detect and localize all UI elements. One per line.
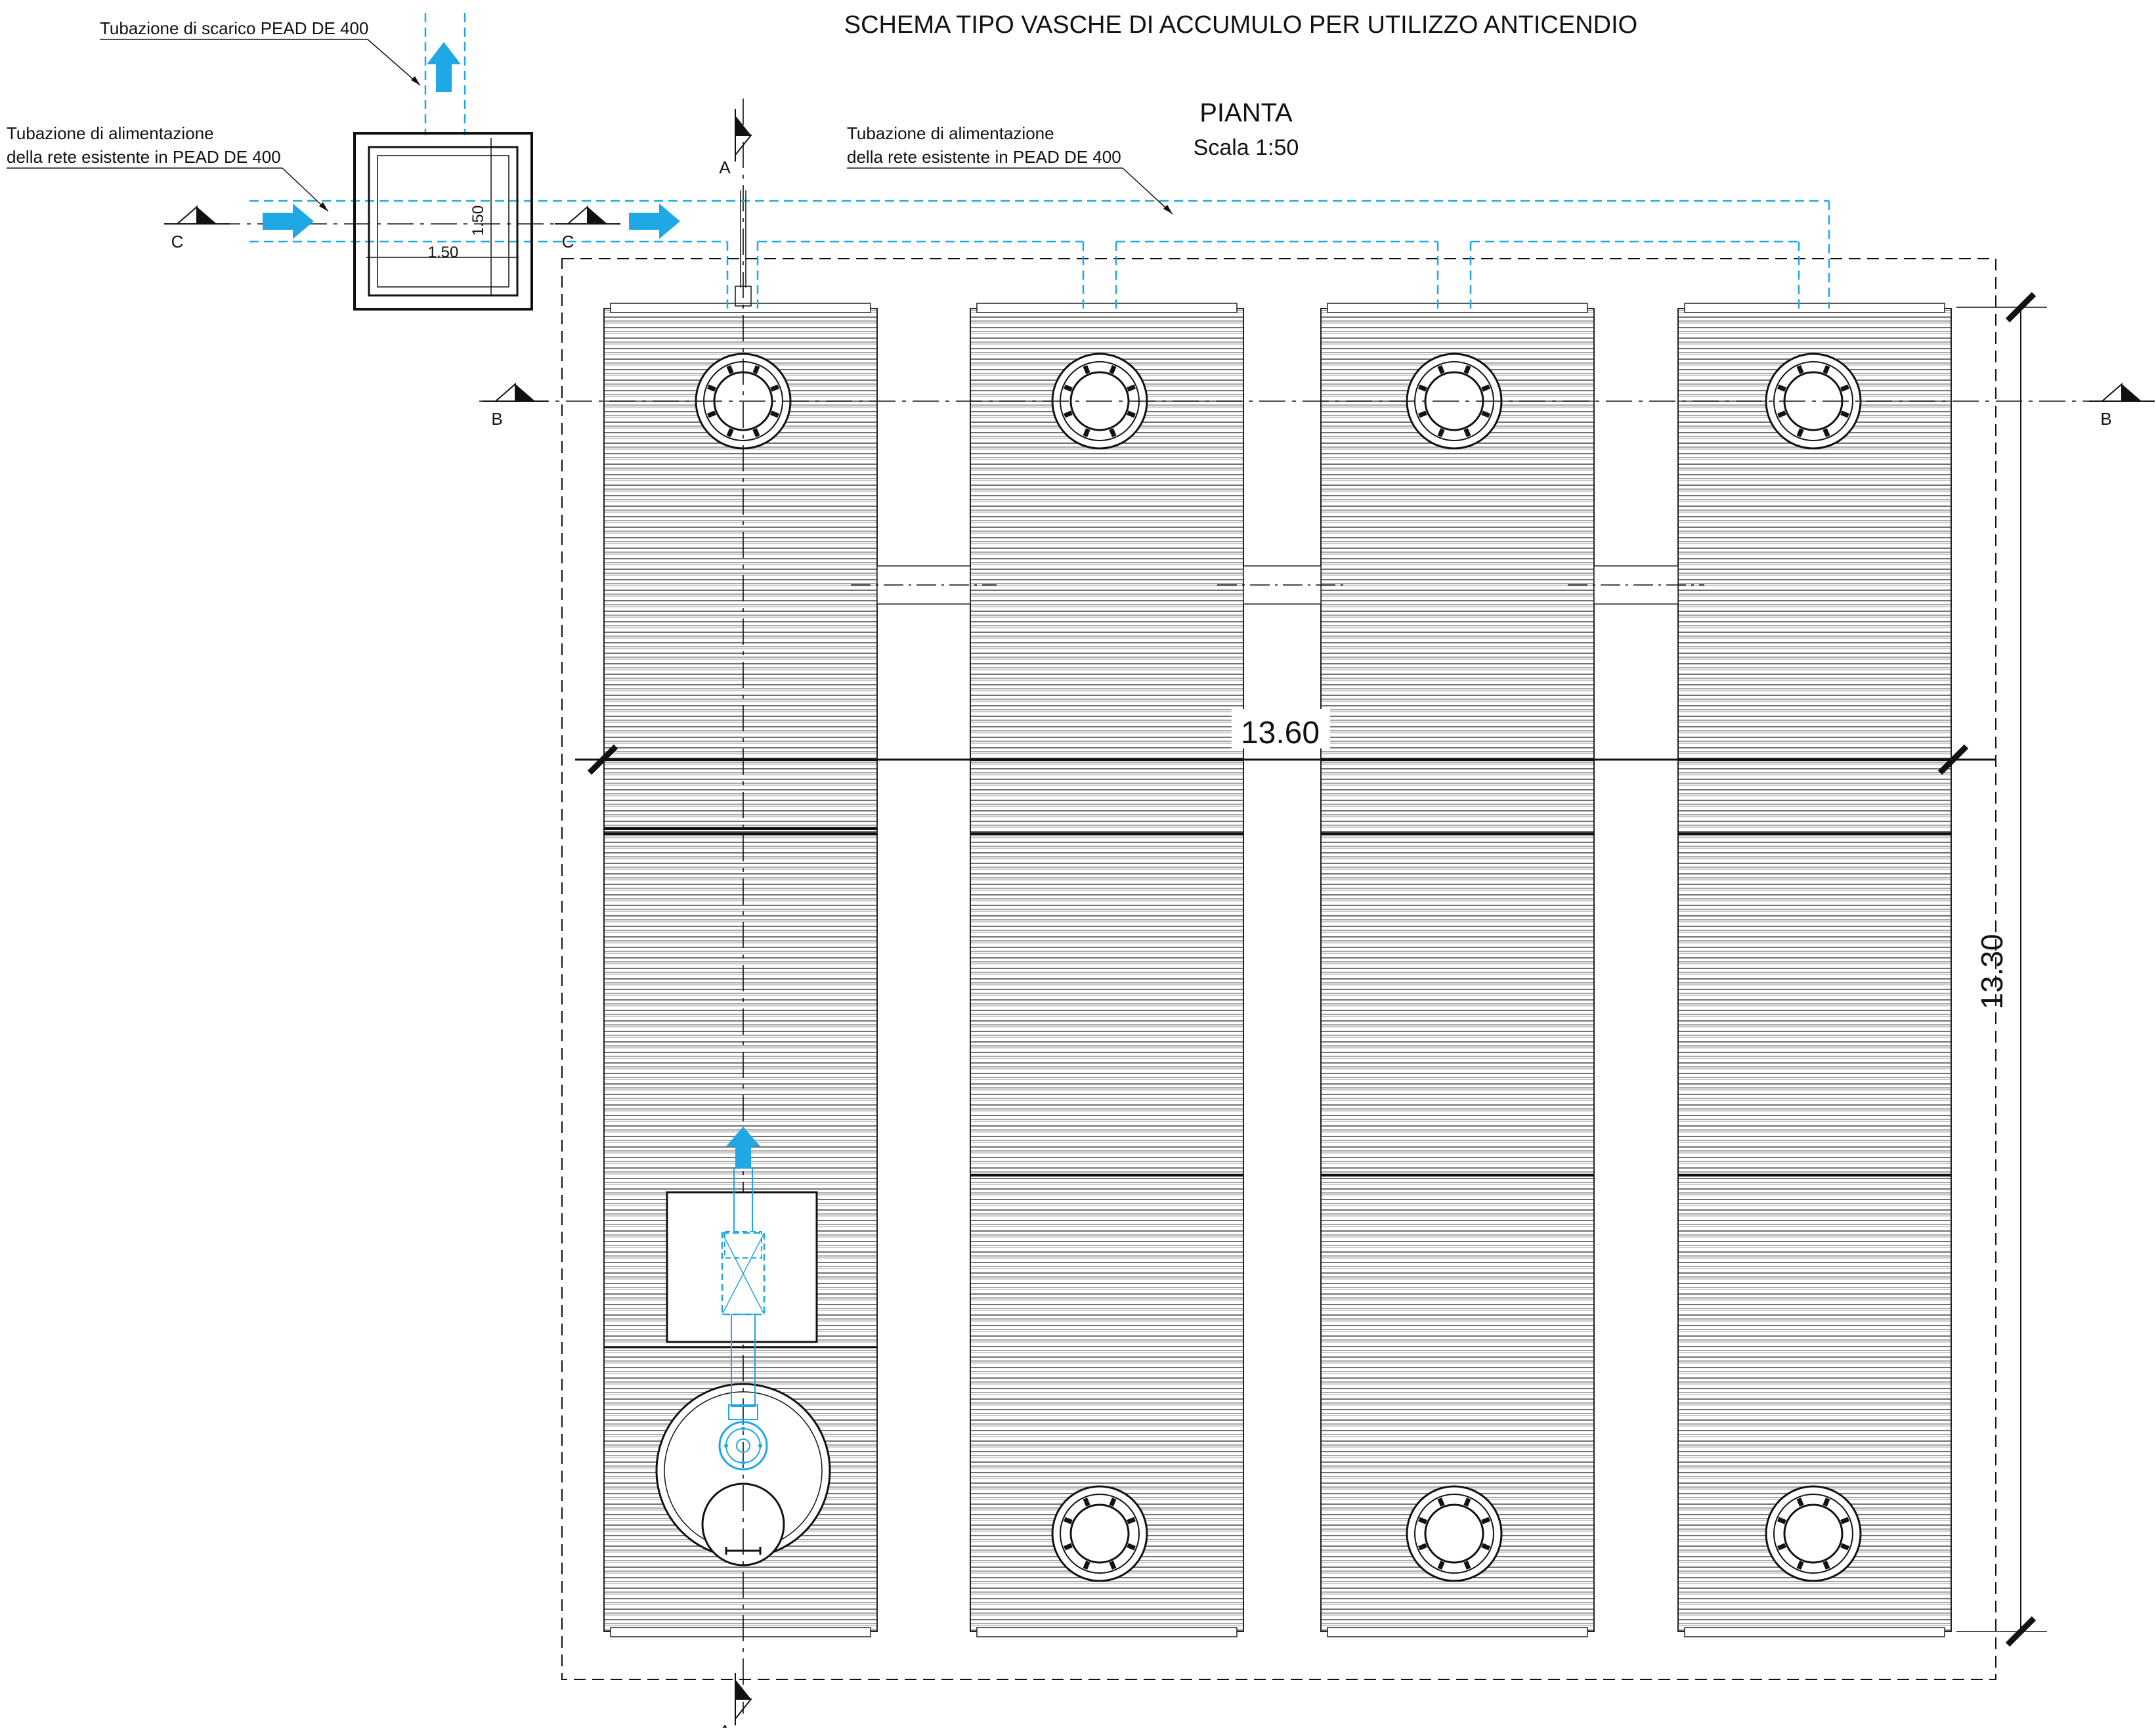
tank-2-manhole (1051, 1485, 1148, 1582)
pit-height-label: 1.50 (469, 205, 487, 236)
tank-3-manhole (1406, 1485, 1503, 1582)
section-marker-a-bottom-label: A (719, 1721, 731, 1728)
flow-arrow-out-right (629, 204, 680, 239)
tank-connectors (851, 565, 1704, 605)
annotation-scarico: Tubazione di scarico PEAD DE 400 (100, 18, 421, 86)
view-scale: Scala 1:50 (1194, 135, 1299, 160)
tank-4-manhole (1765, 1485, 1862, 1582)
section-marker-b-left: B (483, 382, 548, 429)
annotation-alimentazione-right: Tubazione di alimentazione della rete es… (847, 123, 1173, 215)
section-marker-a-top: A (719, 109, 753, 177)
dimension-width-label: 13.60 (1241, 716, 1320, 750)
tank-4 (1677, 303, 1952, 1637)
tanks-group (603, 303, 1952, 1637)
vent-pipe (735, 190, 752, 307)
section-marker-c-left-label: C (171, 232, 184, 251)
section-marker-c-left: C (164, 205, 230, 251)
drawing-title: SCHEMA TIPO VASCHE DI ACCUMULO PER UTILI… (844, 11, 1637, 39)
view-name: PIANTA (1199, 98, 1293, 127)
tank-3 (1320, 303, 1595, 1637)
section-marker-b-left-label: B (491, 409, 502, 429)
annotation-scarico-text: Tubazione di scarico PEAD DE 400 (100, 18, 368, 38)
pump-chamber (666, 1169, 818, 1471)
dimension-width: 13.60 (575, 709, 1996, 775)
tank-1-lower-well (655, 1383, 831, 1566)
annotation-alimentazione-right-line2: della rete esistente in PEAD DE 400 (847, 147, 1121, 167)
annotation-alimentazione-left-line2: della rete esistente in PEAD DE 400 (7, 147, 281, 167)
flow-arrow-in-left (263, 204, 314, 239)
pit-width-label: 1.50 (428, 244, 459, 261)
tank-2 (970, 303, 1244, 1637)
section-marker-b-right-label: B (2100, 409, 2111, 429)
dimension-height-label: 13.30 (1975, 934, 2009, 1009)
section-marker-c-right-label: C (562, 232, 574, 251)
flow-arrow-up-scarico (427, 42, 461, 92)
section-marker-b-right: B (2089, 382, 2155, 429)
inspection-pit: 1.50 1.50 (353, 132, 533, 311)
site-boundary (561, 258, 1996, 1680)
section-marker-a-bottom: A (719, 1673, 753, 1728)
annotation-alimentazione-left: Tubazione di alimentazione della rete es… (7, 123, 329, 212)
annotation-alimentazione-right-line1: Tubazione di alimentazione (847, 123, 1054, 143)
section-marker-a-top-label: A (719, 158, 731, 177)
section-markers: C C B B A A (164, 109, 2155, 1728)
dimension-height: 13.30 (1956, 292, 2047, 1647)
section-marker-c-right: C (555, 205, 620, 251)
flow-arrow-up-pump (726, 1127, 760, 1169)
supply-pipeline (249, 13, 1830, 309)
annotation-alimentazione-left-line1: Tubazione di alimentazione (7, 123, 214, 143)
